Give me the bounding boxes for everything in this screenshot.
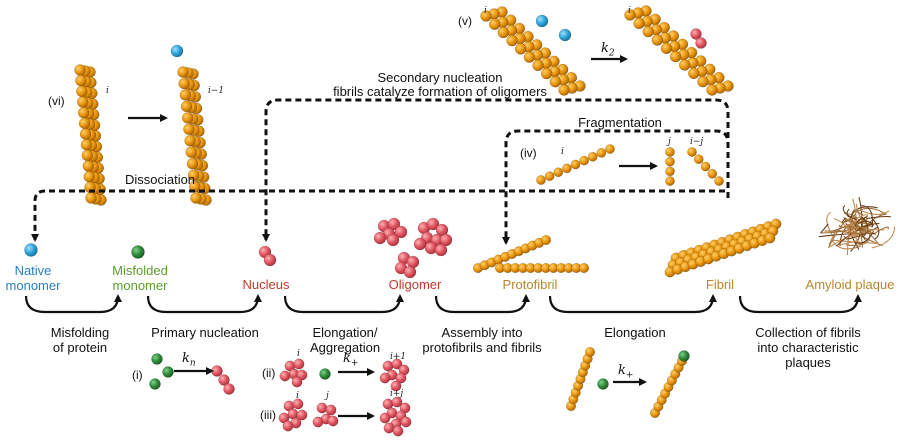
protofibril-lower xyxy=(494,262,590,274)
curved-arrow-assembly xyxy=(434,294,530,314)
secondary-nucleation-subtitle: fibrils catalyze formation of oligomers xyxy=(333,84,547,99)
fibril-vi-right xyxy=(177,66,212,206)
step-primary-nucleation: Primary nucleation xyxy=(151,325,259,340)
elong-added-monomer xyxy=(678,350,690,362)
stage-oligomer: Oligomer xyxy=(388,277,442,292)
elong-protofibril-left xyxy=(565,346,596,412)
fragment-iv-i-minus-j xyxy=(687,147,724,186)
stage-nucleus: Nucleus xyxy=(242,277,290,292)
panel-iv-label: (iv) xyxy=(520,146,537,160)
iii-index-i-plus-j: i+j xyxy=(390,389,404,399)
step-elongation: Elongation xyxy=(604,325,666,340)
v-index-i-left: i xyxy=(484,6,487,16)
rate-kn: kn xyxy=(182,351,196,369)
stage-misfolded-monomer: Misfolded monomer xyxy=(112,263,168,293)
ii-index-i-plus-1: i+1 xyxy=(390,352,407,362)
panel-ii-oligomer xyxy=(279,358,308,388)
elong-monomer xyxy=(597,378,609,390)
stage-amyloid-plaque: Amyloid plaque xyxy=(805,277,895,292)
fibril-v-right xyxy=(624,5,734,96)
dashed-arrow-dissociation xyxy=(31,189,730,242)
iii-index-j: j xyxy=(326,391,329,401)
panel-i-label: (i) xyxy=(132,368,143,382)
step-collection: Collection of fibrils into characteristi… xyxy=(755,325,861,370)
panel-ii-monomer xyxy=(319,368,331,380)
rate-kplus-elong: k+ xyxy=(618,363,634,381)
panel-iii-oligomer-i xyxy=(278,398,308,432)
dimer-v-red xyxy=(690,28,707,49)
oligomer-cluster-3 xyxy=(394,251,420,279)
oligomer-cluster-2 xyxy=(413,217,453,257)
iv-index-i-minus-j: i−j xyxy=(690,137,704,147)
curved-arrow-elongation xyxy=(548,294,717,314)
stage-native-monomer: Native monomer xyxy=(5,263,61,293)
panel-vi-label: (vi) xyxy=(48,94,65,108)
monomer-vi-blue xyxy=(170,44,184,58)
oligomer-cluster-1 xyxy=(373,217,408,247)
dashed-arrow-secondary-nucleation xyxy=(262,98,730,242)
fibril-vi-left xyxy=(74,64,107,206)
dissociation-label: Dissociation xyxy=(124,172,196,187)
misfolded-monomer xyxy=(131,245,145,259)
stage-protofibril: Protofibril xyxy=(502,277,558,292)
rate-kplus-ii: k+ xyxy=(343,351,359,369)
curved-arrow-misfolding xyxy=(24,294,122,314)
iii-index-i: i xyxy=(296,391,299,401)
fibril-v-left xyxy=(480,6,586,96)
panel-iii-oligomer-j xyxy=(312,402,339,428)
amyloid-plaque-tangle xyxy=(818,196,896,256)
elong-protofibril-right xyxy=(649,355,688,419)
panel-ii-label: (ii) xyxy=(262,366,276,380)
step-assembly: Assembly into protofibrils and fibrils xyxy=(422,325,542,355)
panel-ii-product xyxy=(379,358,410,392)
fragment-iv-j xyxy=(665,147,675,186)
protofibril-iv-left xyxy=(536,144,615,185)
iv-index-i: i xyxy=(561,147,564,157)
iv-index-j: j xyxy=(668,137,671,147)
step-elongation-aggregation: Elongation/ Aggregation xyxy=(309,325,381,355)
curved-arrow-primary xyxy=(146,294,262,314)
panel-i-nucleus xyxy=(211,365,235,395)
native-monomer xyxy=(24,243,38,257)
dashed-arrow-fragmentation xyxy=(502,129,730,245)
nucleus-cluster xyxy=(258,245,277,267)
monomer-v-blue-1 xyxy=(535,14,549,28)
fibril-main xyxy=(664,218,782,278)
panel-iii-product xyxy=(379,396,412,437)
v-index-i-right: i xyxy=(628,6,631,16)
step-misfolding: Misfolding of protein xyxy=(50,325,110,355)
panel-iii-label: (iii) xyxy=(260,408,276,422)
rate-k2: k2 xyxy=(601,41,615,59)
panel-i-monomers xyxy=(149,353,174,390)
curved-arrow-elongation-aggregation xyxy=(283,294,404,314)
ii-index-i: i xyxy=(297,349,300,359)
stage-fibril: Fibril xyxy=(705,277,735,292)
protofibril-upper xyxy=(472,234,552,274)
panel-v-label: (v) xyxy=(458,14,472,28)
fragmentation-label: Fragmentation xyxy=(578,115,662,130)
vi-index-i-minus-1: i−1 xyxy=(208,86,225,96)
vi-index-i: i xyxy=(106,86,109,96)
monomer-v-blue-2 xyxy=(558,28,572,42)
secondary-nucleation-title: Secondary nucleation xyxy=(377,70,503,85)
curved-arrow-collection xyxy=(738,294,862,314)
